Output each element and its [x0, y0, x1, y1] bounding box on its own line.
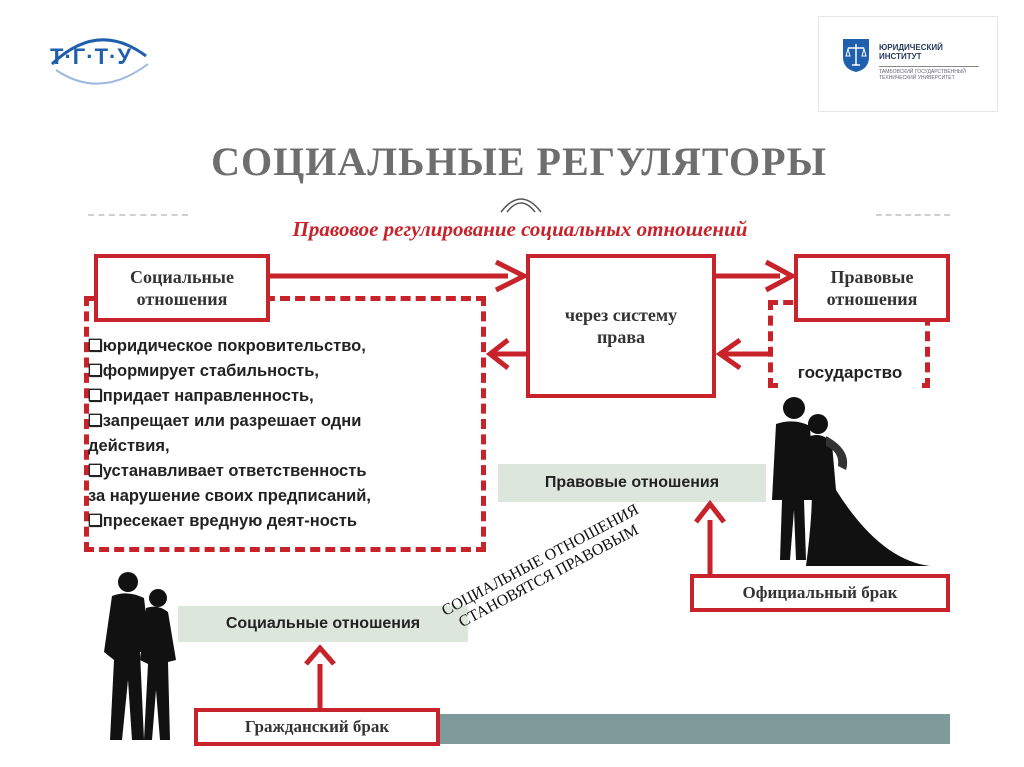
tgtu-logo-text: Т·Г·Т·У	[50, 44, 133, 69]
state-label: государство	[778, 358, 922, 388]
law-institute-subtitle: ТАМБОВСКИЙ ГОСУДАРСТВЕННЫЙ ТЕХНИЧЕСКИЙ У…	[879, 69, 966, 81]
civil-marriage-box: Гражданский брак	[194, 708, 440, 746]
law-institute-logo: ЮРИДИЧЕСКИЙ ИНСТИТУТ ТАМБОВСКИЙ ГОСУДАРС…	[818, 16, 998, 112]
tgtu-logo-arc-icon	[50, 38, 149, 85]
legal-relations-box: Правовые отношения	[794, 254, 950, 322]
title-separator-left	[88, 214, 188, 216]
functions-list: ❑юридическое покровительство, ❑формирует…	[88, 334, 478, 534]
arrow-system-to-functions	[485, 338, 526, 370]
list-item: ❑запрещает или разрешает одни	[88, 412, 362, 430]
logo-divider	[879, 66, 979, 67]
legal-relations-label: Правовые отношения	[498, 464, 766, 502]
law-institute-title: ЮРИДИЧЕСКИЙ ИНСТИТУТ	[879, 43, 943, 61]
title-separator-right	[876, 214, 950, 216]
wedding-couple-silhouette-icon	[772, 397, 930, 566]
arrow-official-to-legal	[694, 499, 726, 574]
arch-ornament-icon	[500, 198, 542, 213]
list-item: действия,	[88, 437, 170, 455]
list-item: ❑устанавливает ответственность	[88, 462, 367, 480]
social-relations-label: Социальные отношения	[178, 606, 468, 642]
tgtu-logo	[48, 30, 158, 90]
scales-shield-icon	[843, 39, 869, 72]
list-item: за нарушение своих предписаний,	[88, 487, 372, 505]
social-relations-box: Социальные отношения	[94, 254, 270, 322]
list-item: ❑юридическое покровительство,	[88, 337, 366, 355]
list-item: ❑пресекает вредную деят-ность	[88, 512, 357, 530]
civil-couple-silhouette-icon	[104, 572, 176, 740]
slide-title: СОЦИАЛЬНЫЕ РЕГУЛЯТОРЫ	[211, 139, 827, 184]
arrow-social-to-system	[270, 259, 530, 293]
arrow-civil-to-social	[304, 644, 336, 708]
arrow-state-to-system	[715, 337, 768, 371]
bottom-bar	[440, 714, 950, 744]
functions-dashed-frame	[84, 296, 486, 552]
list-item: ❑формирует стабильность,	[88, 362, 319, 380]
arrow-system-to-legal	[716, 259, 798, 293]
slide-subtitle: Правовое регулирование социальных отноше…	[292, 217, 748, 241]
official-marriage-box: Официальный брак	[690, 574, 950, 612]
law-system-box: через систему права	[526, 254, 716, 398]
list-item: ❑придает направленность,	[88, 387, 314, 405]
